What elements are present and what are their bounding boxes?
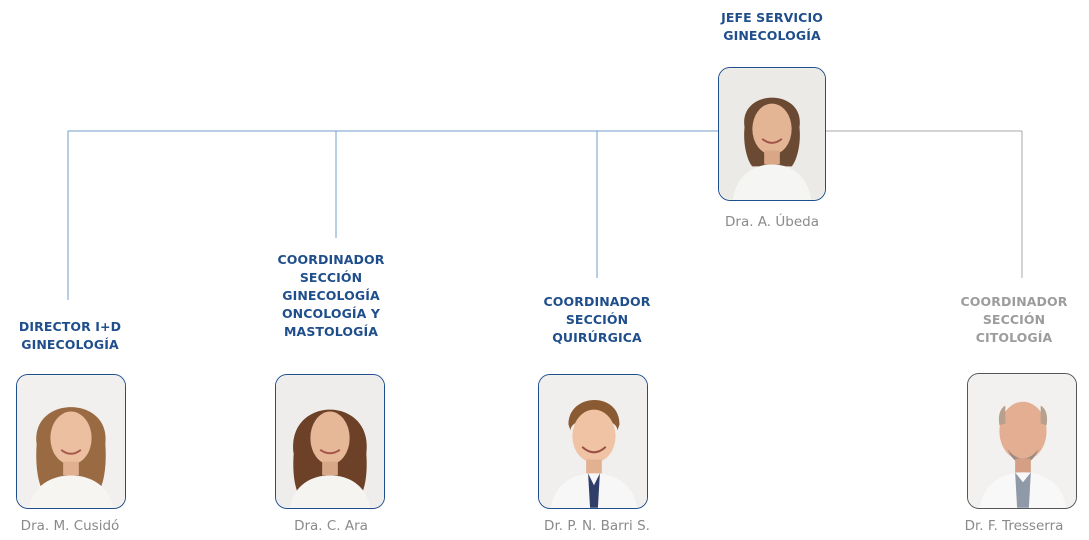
rd-role-line: DIRECTOR I+D: [18, 319, 122, 334]
woman-portrait-icon: [17, 375, 125, 508]
head-role: JEFE SERVICIO GINECOLOGÍA: [672, 9, 872, 45]
rd-photo: [16, 374, 126, 509]
oncology-role-line: SECCIÓN: [299, 270, 363, 285]
surgery-role-line: COORDINADOR: [543, 294, 651, 309]
oncology-role-line: MASTOLOGÍA: [284, 324, 378, 339]
oncology-role-line: COORDINADOR: [277, 252, 385, 267]
oncology-photo: [275, 374, 385, 509]
surgery-name: Dr. P. N. Barri S.: [544, 518, 650, 534]
rd-role: DIRECTOR I+D GINECOLOGÍA: [0, 318, 140, 354]
woman-portrait-icon: [719, 68, 825, 200]
woman-portrait-icon: [276, 375, 384, 508]
oncology-name: Dra. C. Ara: [294, 518, 368, 534]
rd-role-line: GINECOLOGÍA: [21, 337, 119, 352]
cytology-name: Dr. F. Tresserra: [964, 518, 1064, 534]
cytology-photo: [967, 373, 1077, 509]
surgery-photo: [538, 374, 648, 509]
surgery-role-line: QUIRÚRGICA: [552, 330, 642, 345]
cytology-role-line: SECCIÓN: [982, 312, 1046, 327]
head-role-line: GINECOLOGÍA: [723, 28, 821, 43]
head-photo: [718, 67, 826, 201]
surgery-role-line: SECCIÓN: [565, 312, 629, 327]
cytology-role-line: COORDINADOR: [960, 294, 1068, 309]
oncology-role-line: ONCOLOGÍA Y: [281, 306, 381, 321]
cytology-role: COORDINADOR SECCIÓN CITOLOGÍA: [939, 293, 1089, 347]
rd-name: Dra. M. Cusidó: [20, 518, 120, 534]
cytology-role-line: CITOLOGÍA: [975, 330, 1053, 345]
surgery-role: COORDINADOR SECCIÓN QUIRÚRGICA: [497, 293, 697, 347]
oncology-role-line: GINECOLOGÍA: [282, 288, 380, 303]
head-role-line: JEFE SERVICIO: [721, 10, 823, 25]
man-portrait-icon: [539, 375, 647, 508]
head-name: Dra. A. Úbeda: [725, 214, 819, 230]
man-portrait-icon: [968, 374, 1076, 508]
oncology-role: COORDINADOR SECCIÓN GINECOLOGÍA ONCOLOGÍ…: [241, 251, 421, 341]
